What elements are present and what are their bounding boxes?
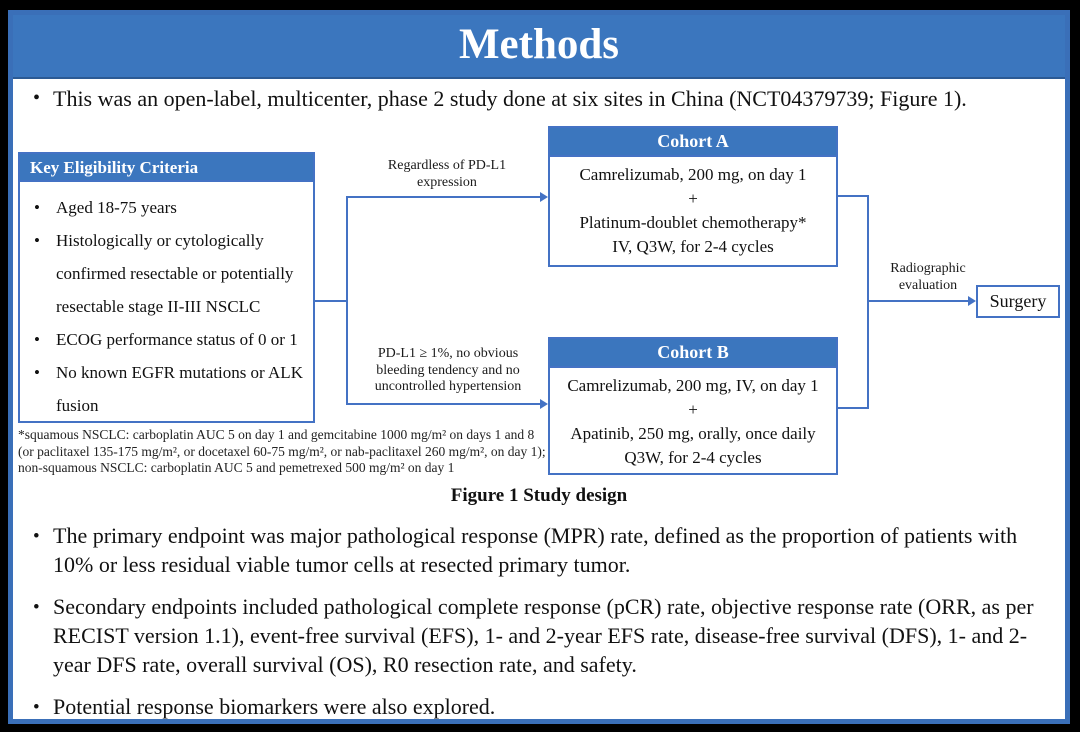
connector-line (838, 195, 869, 197)
bullet-secondary-endpoints: Secondary endpoints included pathologica… (18, 592, 1053, 679)
eligibility-item: Aged 18-75 years (20, 191, 307, 224)
endpoint-bullets: The primary endpoint was major pathologi… (18, 521, 1053, 732)
eligibility-title: Key Eligibility Criteria (20, 154, 313, 182)
cohort-b-box: Cohort B Camrelizumab, 200 mg, IV, on da… (548, 337, 838, 475)
connector-line (346, 196, 540, 198)
branch-top-label: Regardless of PD-L1 expression (387, 158, 507, 190)
evaluation-label: Radiographic evaluation (890, 261, 966, 293)
methods-slide: Methods This was an open-label, multicen… (8, 10, 1070, 724)
cohort-a-box: Cohort A Camrelizumab, 200 mg, on day 1 … (548, 126, 838, 267)
figure-caption: Figure 1 Study design (450, 485, 628, 506)
eligibility-list: Aged 18-75 years Histologically or cytol… (20, 191, 307, 422)
bullet-biomarkers: Potential response biomarkers were also … (18, 692, 1053, 722)
connector-line (867, 195, 869, 409)
arrow-right-icon (540, 192, 548, 202)
cohort-a-title: Cohort A (550, 128, 836, 157)
eligibility-box: Key Eligibility Criteria Aged 18-75 year… (18, 152, 315, 423)
connector-line (838, 407, 869, 409)
surgery-box: Surgery (976, 285, 1060, 318)
title-band: Methods (13, 15, 1065, 79)
arrow-right-icon (540, 399, 548, 409)
connector-line (346, 403, 540, 405)
cohort-a-body: Camrelizumab, 200 mg, on day 1 + Platinu… (579, 165, 807, 256)
cohort-b-title: Cohort B (550, 339, 836, 368)
bullet-primary-endpoint: The primary endpoint was major pathologi… (18, 521, 1053, 579)
branch-bottom-label: PD-L1 ≥ 1%, no obvious bleeding tendency… (374, 346, 522, 394)
eligibility-item: ECOG performance status of 0 or 1 (20, 323, 307, 356)
cohort-b-body: Camrelizumab, 200 mg, IV, on day 1 + Apa… (567, 376, 819, 467)
connector-line (346, 196, 348, 405)
figure-footnote: *squamous NSCLC: carboplatin AUC 5 on da… (18, 427, 546, 475)
eligibility-item: Histologically or cytologically confirme… (20, 224, 307, 323)
eligibility-item: No known EGFR mutations or ALK fusion (20, 356, 307, 422)
connector-line (867, 300, 968, 302)
connector-line (315, 300, 346, 302)
intro-bullet: This was an open-label, multicenter, pha… (18, 84, 1055, 113)
page-title: Methods (458, 21, 620, 68)
arrow-right-icon (968, 296, 976, 306)
